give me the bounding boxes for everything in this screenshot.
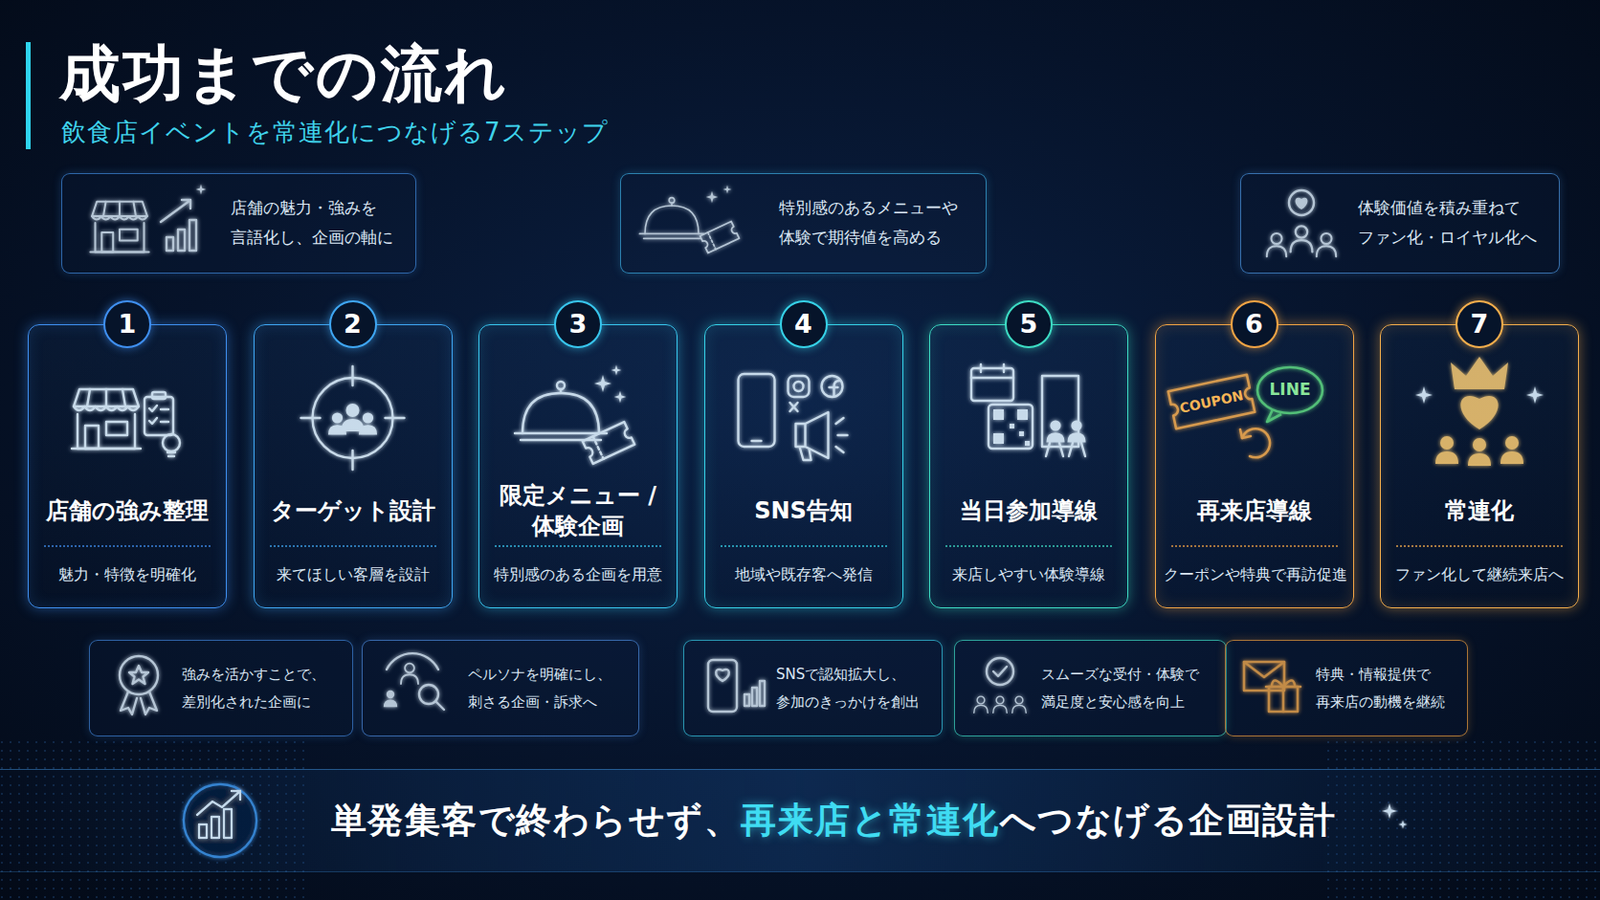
leader-line bbox=[577, 608, 579, 641]
step-box: 1店舗の強み整理魅力・特徴を明確化 bbox=[27, 324, 227, 609]
leader-line bbox=[1253, 608, 1256, 641]
step-number: 7 bbox=[1455, 300, 1504, 349]
callout-box: SNSで認知拡大し、 参加のきっかけを創出 bbox=[683, 640, 943, 737]
step-box: 7常連化ファン化して継続来店へ bbox=[1379, 324, 1579, 609]
step-description: 特別感のある企画を用意 bbox=[479, 565, 677, 585]
step-number: 5 bbox=[1004, 300, 1053, 349]
step-heading: SNS告知 bbox=[705, 495, 903, 527]
step-number: 6 bbox=[1230, 300, 1279, 349]
callout-text: 店舗の魅力・強みを 言語化し、企画の軸に bbox=[230, 193, 397, 254]
leader-line bbox=[126, 608, 129, 641]
callout-text: 強みを活かすことで、 差別化された企画に bbox=[181, 661, 334, 716]
banner-text: へつなげる企画設計 bbox=[1000, 797, 1337, 845]
callout-box: ペルソナを明確にし、 刺さる企画・訴求へ bbox=[361, 640, 640, 737]
step-description: 地域や既存客へ発信 bbox=[705, 565, 903, 585]
dotted-rule bbox=[945, 545, 1112, 548]
flow-arrow bbox=[1355, 430, 1379, 436]
title-accent-bar bbox=[25, 42, 31, 150]
callout-box: 特典・情報提供で 再来店の動機を継続 bbox=[1224, 640, 1468, 737]
leader-line bbox=[1478, 273, 1481, 300]
step-box: 3限定メニュー / 体験企画特別感のある企画を用意 bbox=[478, 324, 678, 609]
flow-arrow bbox=[228, 430, 252, 436]
callout-box: 体験価値を積み重ねて ファン化・ロイヤル化へ bbox=[1240, 173, 1560, 274]
flow-arrow bbox=[905, 430, 929, 436]
callout-box: 店舗の魅力・強みを 言語化し、企画の軸に bbox=[61, 173, 417, 274]
step-description: 来てほしい客層を設計 bbox=[254, 565, 452, 585]
dotted-rule bbox=[1396, 545, 1563, 548]
subtitle: 飲食店イベントを常連化につなげる7ステップ bbox=[61, 115, 609, 150]
icon-label: LINE bbox=[1269, 379, 1312, 400]
banner-text: 再来店と常連化 bbox=[740, 797, 1000, 845]
step-number: 4 bbox=[779, 300, 828, 349]
step-heading: 再来店導線 bbox=[1155, 495, 1354, 527]
step-box: 6再来店導線クーポンや特典で再訪促進 bbox=[1155, 324, 1355, 609]
flow-arrow bbox=[679, 430, 703, 436]
callout-text: 体験価値を積み重ねて ファン化・ロイヤル化へ bbox=[1357, 193, 1540, 254]
step-heading: 限定メニュー / 体験企画 bbox=[479, 480, 677, 543]
step-number: 2 bbox=[329, 300, 378, 349]
callout-box: スムーズな受付・体験で 満足度と安心感を向上 bbox=[954, 640, 1227, 737]
step-description: クーポンや特典で再訪促進 bbox=[1155, 565, 1354, 585]
step-box: 2ターゲット設計来てほしい客層を設計 bbox=[253, 324, 453, 609]
leader-line bbox=[802, 273, 805, 300]
flow-arrow bbox=[454, 430, 478, 436]
banner-text: 単発集客で終わらせず、 bbox=[331, 797, 742, 845]
step-heading: 店舗の強み整理 bbox=[28, 495, 226, 527]
step-box: 5当日参加導線来店しやすい体験導線 bbox=[929, 324, 1129, 609]
dotted-rule bbox=[269, 545, 437, 548]
step-number: 1 bbox=[103, 300, 152, 349]
step-heading: ターゲット設計 bbox=[254, 495, 452, 527]
leader-line bbox=[1027, 608, 1030, 641]
step-description: 魅力・特徴を明確化 bbox=[28, 565, 226, 585]
dotted-rule bbox=[1171, 545, 1338, 548]
step-heading: 常連化 bbox=[1380, 495, 1578, 527]
callout-text: 特別感のあるメニューや 体験で期待値を高める bbox=[778, 193, 967, 254]
callout-box: 強みを活かすことで、 差別化された企画に bbox=[88, 640, 354, 737]
callout-text: スムーズな受付・体験で 満足度と安心感を向上 bbox=[1041, 661, 1207, 716]
callout-text: SNSで認知拡大し、 参加のきっかけを創出 bbox=[776, 661, 923, 716]
callout-text: 特典・情報提供で 再来店の動機を継続 bbox=[1315, 661, 1448, 716]
callout-text: ペルソナを明確にし、 刺さる企画・訴求へ bbox=[467, 661, 620, 716]
flow-arrow bbox=[1130, 430, 1154, 436]
step-description: ファン化して継続来店へ bbox=[1380, 565, 1578, 585]
step-description: 来店しやすい体験導線 bbox=[930, 565, 1128, 585]
leader-line bbox=[802, 608, 805, 641]
step-box: 4SNS告知地域や既存客へ発信 bbox=[704, 324, 904, 609]
step-number: 3 bbox=[554, 300, 602, 349]
dotted-rule bbox=[494, 545, 662, 548]
callout-box: 特別感のあるメニューや 体験で期待値を高める bbox=[620, 173, 987, 274]
summary-banner: 単発集客で終わらせず、再来店と常連化へつなげる企画設計 bbox=[0, 769, 1600, 873]
dotted-rule bbox=[720, 545, 888, 548]
dotted-rule bbox=[44, 545, 211, 548]
title: 成功までの流れ bbox=[59, 32, 510, 116]
step-heading: 当日参加導線 bbox=[930, 495, 1128, 527]
